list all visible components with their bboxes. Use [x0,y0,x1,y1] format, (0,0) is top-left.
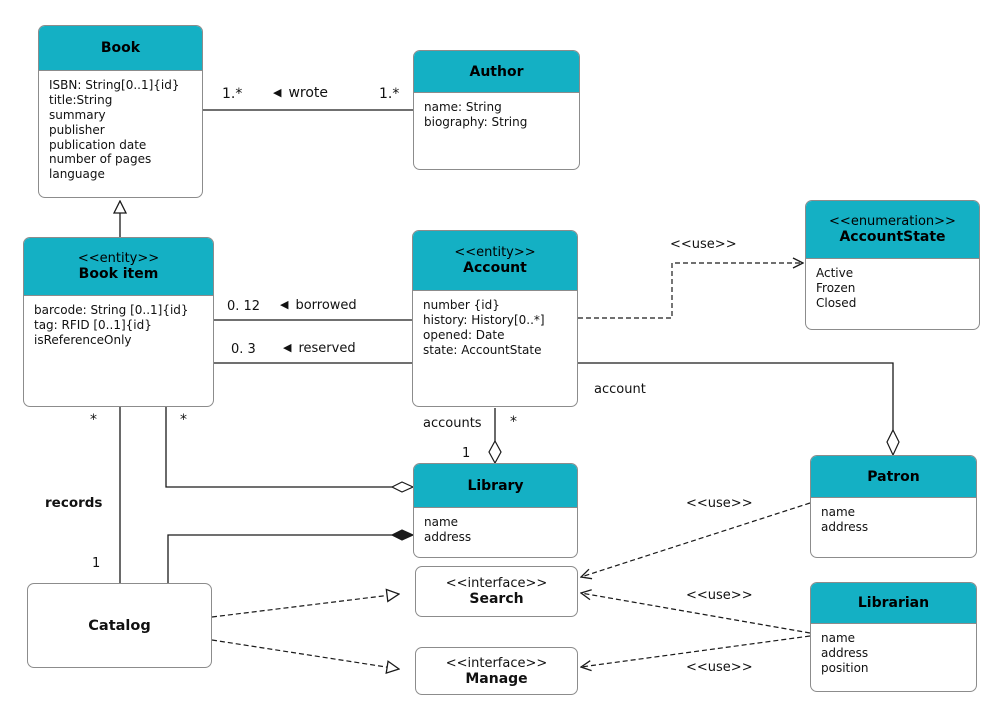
class-title: Patron [867,468,920,485]
class-attributes: Active Frozen Closed [816,266,857,310]
aggregation-diamond-library-accounts [488,439,502,465]
edge-label-text: reserved [298,341,356,356]
interface-manage[interactable]: <<interface>> Manage [415,647,578,695]
class-title: Catalog [88,617,151,634]
aggregation-diamond-library-bookitems [390,481,415,493]
edge-label-account: account [594,382,646,397]
multiplicity-wrote-author: 1.* [379,86,400,102]
reading-direction-icon: ◀ [283,341,292,354]
class-library[interactable]: Library name address [413,463,578,558]
class-catalog[interactable]: Catalog [27,583,212,668]
class-header: Patron [811,456,976,498]
class-title: Search [469,591,524,607]
edge-bookitem-library [165,407,392,488]
class-book[interactable]: Book ISBN: String[0..1]{id} title:String… [38,25,203,198]
edge-realization-catalog-manage [211,639,399,669]
aggregation-diamond-patron-account [886,428,900,457]
class-title: Manage [465,670,528,687]
multiplicity-records-one: 1 [92,556,101,571]
edge-label-use-patron-search: <<use>> [686,496,753,511]
class-header: Book [39,26,202,71]
edge-use-patron-search [581,502,811,577]
multiplicity-bookitem-library-star: * [180,412,187,428]
edge-label-use-librarian-search: <<use>> [686,588,753,603]
edge-label-use-librarian-manage: <<use>> [686,660,753,675]
multiplicity-wrote-book: 1.* [222,86,243,102]
class-header: <<entity>> Book item [24,238,213,296]
reading-direction-icon: ◀ [273,86,282,99]
class-patron[interactable]: Patron name address [810,455,977,558]
class-stereotype: <<interface>> [445,576,548,591]
edge-label-text: borrowed [295,298,357,313]
class-attributes: name address position [821,631,869,675]
multiplicity-borrowed: 0. 12 [227,299,261,314]
class-header: <<enumeration>> AccountState [806,201,979,259]
edge-catalog-library [167,534,392,583]
class-attributes: name: String biography: String [424,100,528,129]
class-stereotype: <<entity>> [454,245,536,260]
class-attributes: barcode: String [0..1]{id} tag: RFID [0.… [34,303,189,347]
class-header: Librarian [811,583,976,624]
interface-search[interactable]: <<interface>> Search [415,566,578,617]
class-title: Account [463,260,527,276]
class-header: Author [414,51,579,93]
class-title: Book [100,40,141,56]
multiplicity-records-star: * [90,412,97,428]
class-stereotype: <<interface>> [445,655,548,671]
class-header: Library [414,464,577,508]
class-attributes: name address [821,505,869,534]
composition-diamond-library-catalog [390,529,415,541]
class-attributes: name address [424,515,472,544]
reading-direction-icon: ◀ [280,298,289,311]
edge-label-wrote: ◀ wrote [273,85,328,101]
class-title: Author [469,63,524,80]
class-attributes: ISBN: String[0..1]{id} title:String summ… [49,78,180,182]
class-account[interactable]: <<entity>> Account number {id} history: … [412,230,578,407]
class-account-state[interactable]: <<enumeration>> AccountState Active Froz… [805,200,980,330]
edge-realization-catalog-search [211,594,399,618]
edge-label-reserved: ◀ reserved [283,341,356,356]
multiplicity-reserved: 0. 3 [231,342,256,357]
class-book-item[interactable]: <<entity>> Book item barcode: String [0.… [23,237,214,407]
edge-label-use-accountstate: <<use>> [670,237,737,252]
class-attributes: number {id} history: History[0..*] opene… [423,298,545,357]
class-stereotype: <<enumeration>> [829,214,956,229]
class-title: Librarian [857,595,930,611]
edge-label-text: wrote [288,85,329,101]
class-librarian[interactable]: Librarian name address position [810,582,977,692]
edge-label-accounts: accounts [423,416,482,431]
edge-use-account-accountstate [578,263,803,319]
class-title: Book item [78,266,159,282]
class-title: AccountState [839,229,946,245]
class-header: <<entity>> Account [413,231,577,291]
edge-label-records: records [45,495,103,511]
class-stereotype: <<entity>> [77,251,160,266]
multiplicity-accounts-one: 1 [462,446,471,461]
edge-label-borrowed: ◀ borrowed [280,298,357,313]
multiplicity-accounts-star: * [510,414,517,430]
class-title: Library [467,477,524,494]
class-author[interactable]: Author name: String biography: String [413,50,580,170]
